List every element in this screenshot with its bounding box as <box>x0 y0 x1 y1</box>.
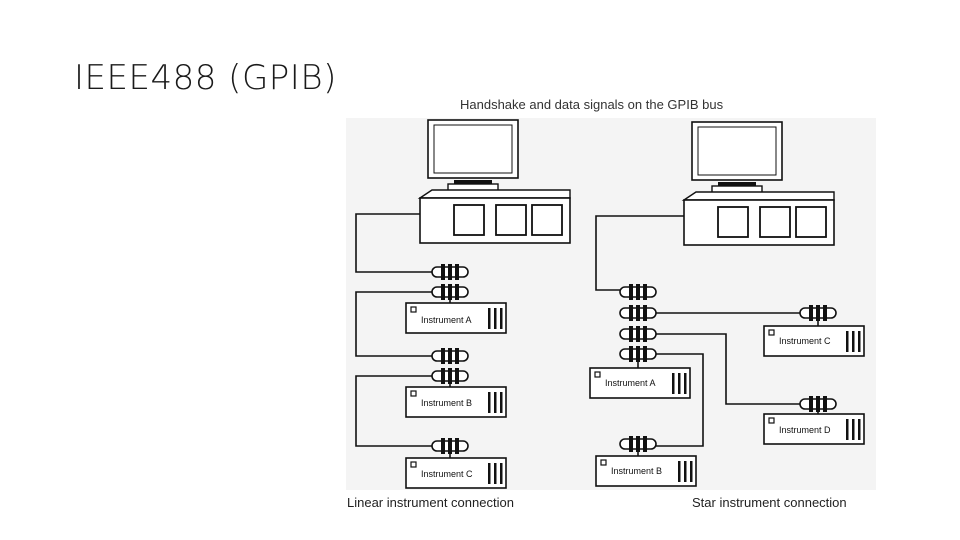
gpib-connector <box>619 325 657 343</box>
controller-computer <box>419 119 571 244</box>
gpib-connector <box>431 367 469 385</box>
controller-computer <box>683 121 835 246</box>
gpib-connector <box>431 283 469 301</box>
gpib-connector <box>799 304 837 322</box>
instrument-label: Instrument C <box>421 469 473 479</box>
gpib-connector <box>431 263 469 281</box>
instrument-label: Instrument B <box>421 398 472 408</box>
gpib-connector <box>619 345 657 363</box>
instrument-label: Instrument B <box>611 466 662 476</box>
gpib-connector <box>619 304 657 322</box>
slide-title: IEEE488 (GPIB) <box>74 58 337 98</box>
instrument-label: Instrument D <box>779 425 831 435</box>
diagram-heading: Handshake and data signals on the GPIB b… <box>460 97 724 112</box>
linear-topology: Instrument A Instrument B Instrument C <box>355 119 571 489</box>
instrument-label: Instrument C <box>779 336 831 346</box>
gpib-connector <box>431 437 469 455</box>
instrument-label: Instrument A <box>605 378 656 388</box>
instrument-label: Instrument A <box>421 315 472 325</box>
linear-caption: Linear instrument connection <box>347 495 514 510</box>
gpib-connector <box>431 347 469 365</box>
gpib-connector <box>619 435 657 453</box>
star-caption: Star instrument connection <box>692 495 847 510</box>
star-topology: Instrument A Instrument B Instrument C I… <box>589 121 865 487</box>
gpib-connector <box>799 395 837 413</box>
gpib-connector <box>619 283 657 301</box>
